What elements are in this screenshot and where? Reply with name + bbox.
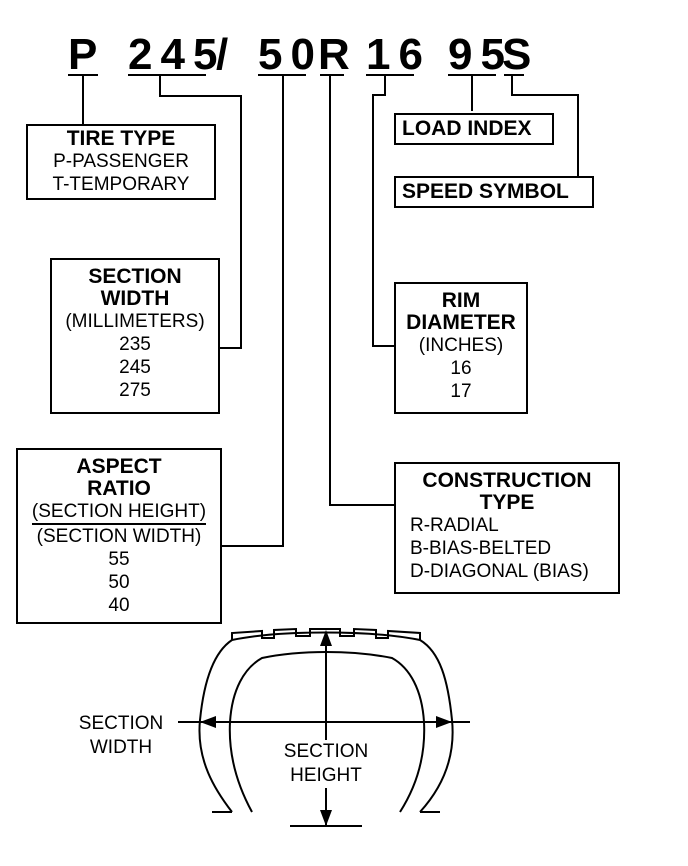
rim-diameter-value: 16 — [450, 358, 472, 379]
construction-type-box: CONSTRUCTION TYPE R-RADIAL B-BIAS-BELTED… — [394, 462, 620, 594]
section-width-unit: (MILLIMETERS) — [65, 311, 205, 332]
section-width-title: WIDTH — [100, 287, 170, 310]
code-construction: R — [318, 30, 358, 79]
tire-section-width-label: SECTION WIDTH — [66, 712, 176, 760]
rim-diameter-box: RIM DIAMETER (INCHES) 16 17 — [394, 282, 528, 414]
aspect-ratio-title: ASPECT — [76, 455, 162, 478]
aspect-ratio-value: 40 — [108, 595, 130, 616]
load-index-box: LOAD INDEX — [394, 113, 554, 145]
tire-section-width-label-line: WIDTH — [89, 737, 153, 758]
rim-diameter-unit: (INCHES) — [418, 335, 504, 356]
code-load-index: 95 — [448, 30, 513, 79]
code-aspect-ratio: 50 — [258, 30, 323, 79]
rim-diameter-title: DIAMETER — [406, 311, 516, 334]
tire-type-line: T-TEMPORARY — [52, 174, 190, 195]
tire-type-title: TIRE TYPE — [66, 127, 176, 150]
aspect-ratio-value: 55 — [108, 549, 130, 570]
section-width-box: SECTION WIDTH (MILLIMETERS) 235 245 275 — [50, 258, 220, 414]
construction-type-line: R-RADIAL — [410, 515, 499, 536]
tire-section-height-label-line: HEIGHT — [290, 765, 362, 786]
code-section-width: 245 — [128, 30, 226, 79]
rim-diameter-title: RIM — [441, 289, 481, 312]
rim-diameter-value: 17 — [450, 381, 472, 402]
code-rim-diameter: 16 — [366, 30, 431, 79]
code-speed-symbol: S — [502, 30, 540, 79]
tire-section-width-label-line: SECTION — [78, 713, 164, 734]
section-width-value: 275 — [119, 380, 151, 401]
aspect-ratio-box: ASPECT RATIO (SECTION HEIGHT) (SECTION W… — [16, 448, 222, 624]
code-slash: / — [216, 30, 237, 79]
section-width-value: 235 — [119, 334, 151, 355]
section-width-title: SECTION — [88, 265, 182, 288]
construction-type-line: D-DIAGONAL (BIAS) — [410, 561, 589, 582]
tire-type-line: P-PASSENGER — [53, 151, 189, 172]
section-width-value: 245 — [119, 357, 151, 378]
aspect-ratio-title: RATIO — [87, 477, 151, 500]
aspect-ratio-value: 50 — [108, 572, 130, 593]
tire-section-height-label-line: SECTION — [283, 741, 369, 762]
aspect-ratio-denominator: (SECTION WIDTH) — [36, 526, 202, 547]
code-passenger-letter: P — [68, 30, 106, 79]
construction-type-title: CONSTRUCTION — [422, 469, 592, 492]
speed-symbol-box: SPEED SYMBOL — [394, 176, 594, 208]
construction-type-line: B-BIAS-BELTED — [410, 538, 552, 559]
tire-section-height-label: SECTION HEIGHT — [268, 740, 384, 788]
tire-type-box: TIRE TYPE P-PASSENGER T-TEMPORARY — [26, 124, 216, 200]
construction-type-title: TYPE — [479, 491, 535, 514]
aspect-ratio-numerator: (SECTION HEIGHT) — [31, 500, 207, 525]
